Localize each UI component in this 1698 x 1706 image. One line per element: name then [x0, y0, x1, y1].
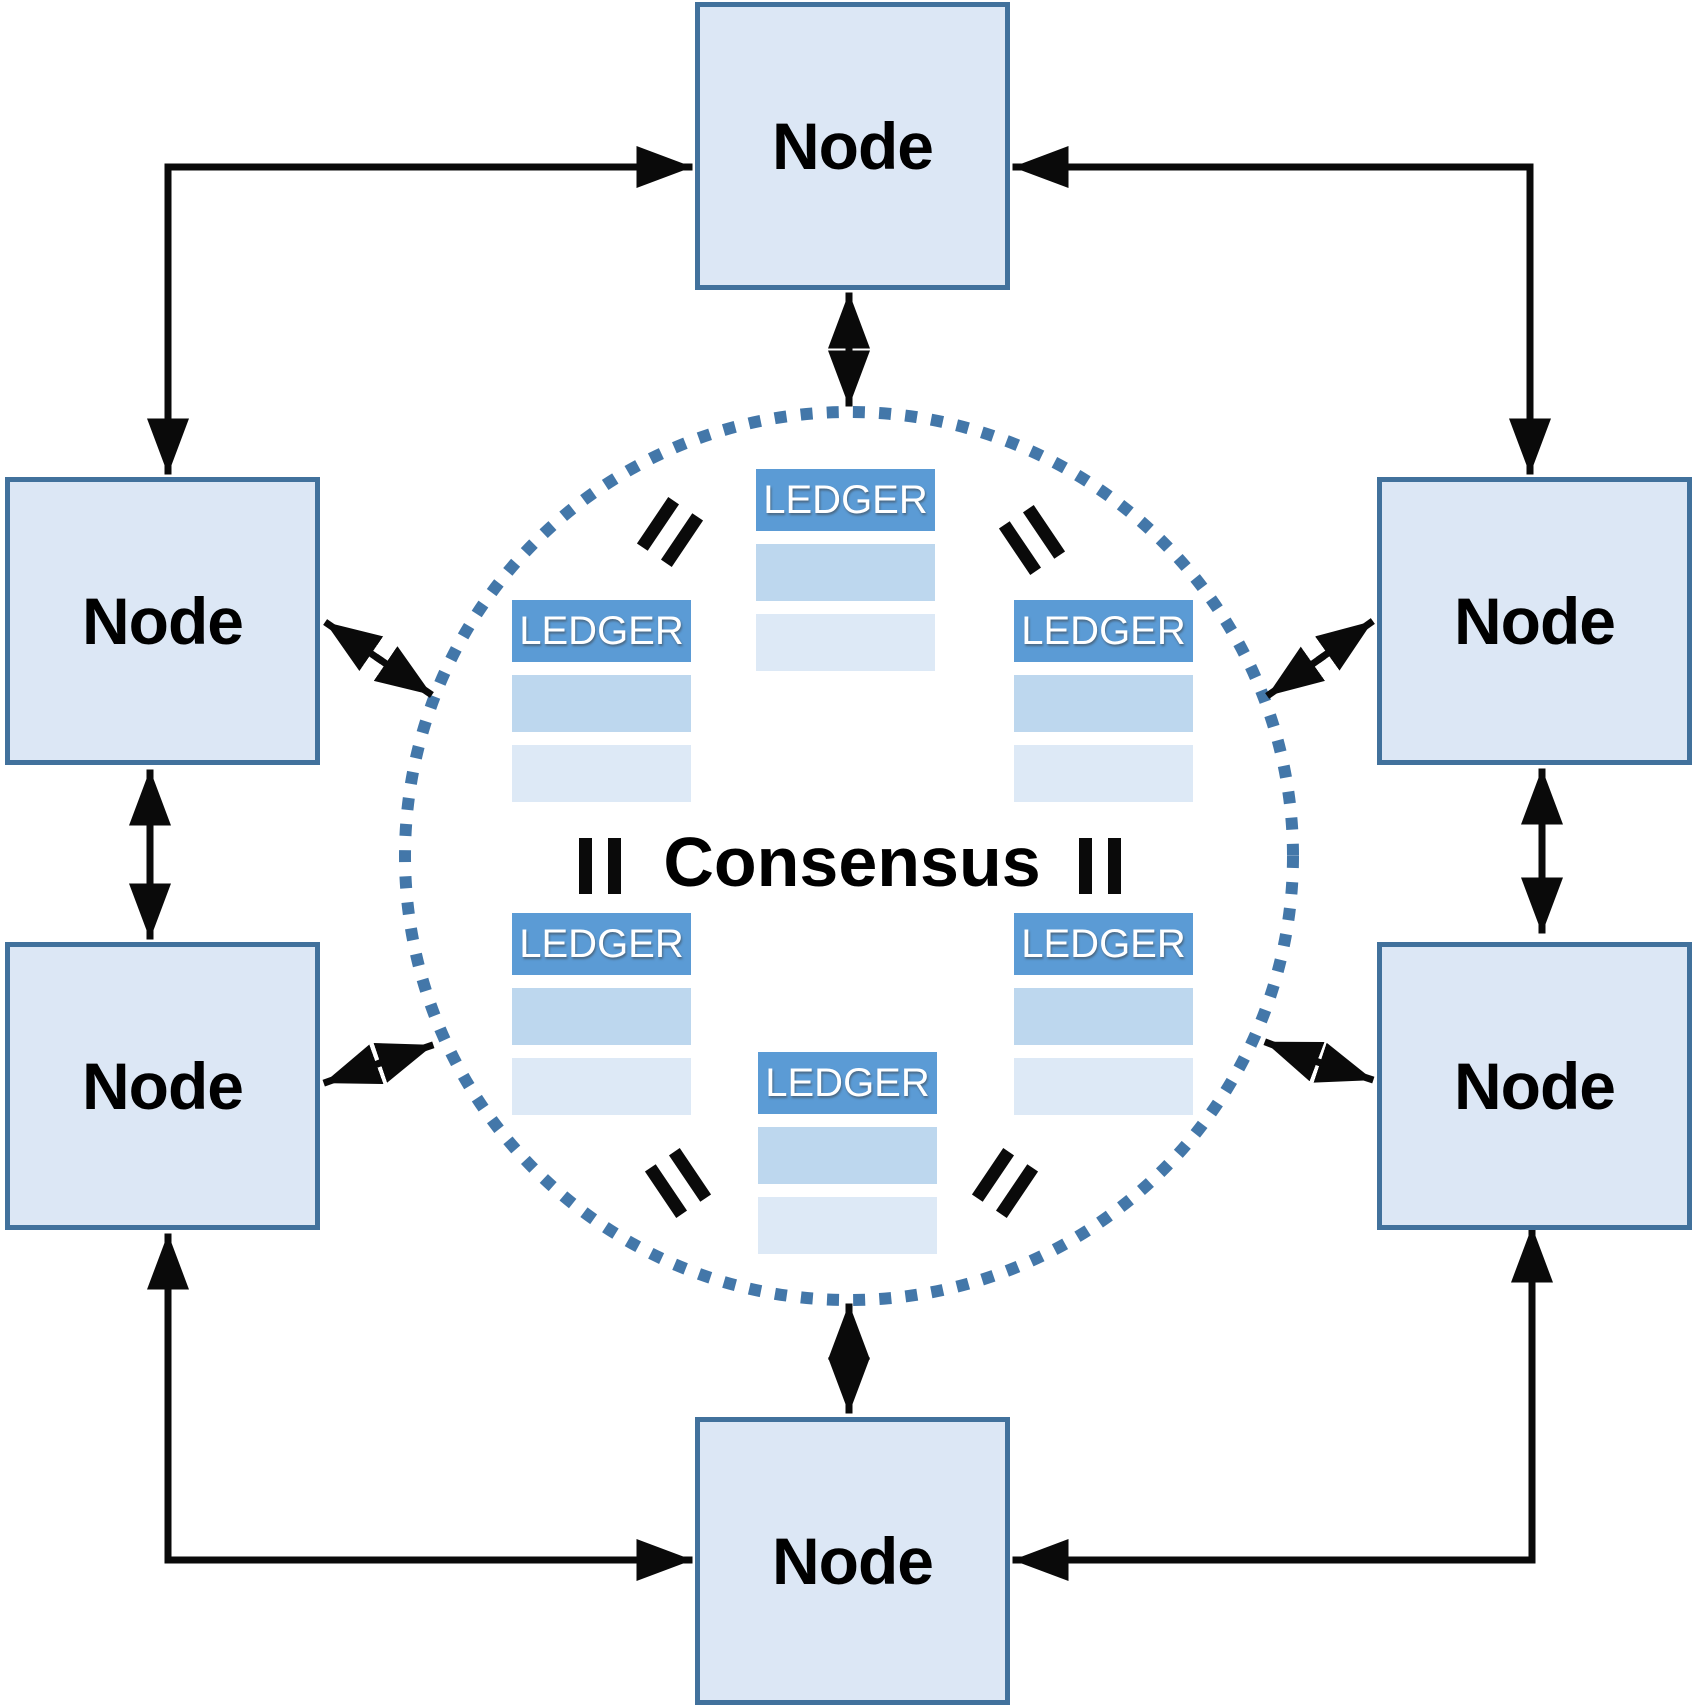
arrow-connectors — [129, 146, 1563, 1581]
connector-righttop-circle-in — [1265, 646, 1326, 699]
ledger-row — [758, 1197, 937, 1254]
ledger-row — [512, 988, 691, 1045]
ledger-header: LEDGER — [756, 469, 935, 531]
ledger-bottom-center: LEDGER — [758, 1052, 937, 1254]
ledger-label: LEDGER — [1021, 921, 1186, 966]
consensus-dotted-circle — [399, 406, 1299, 1306]
ledger-upper-right: LEDGER — [1014, 600, 1193, 802]
node-label: Node — [772, 109, 934, 183]
node-label: Node — [772, 1524, 934, 1598]
ledger-label: LEDGER — [763, 477, 928, 522]
ledger-header: LEDGER — [1014, 600, 1193, 662]
ledger-label: LEDGER — [1021, 608, 1186, 653]
ledger-row — [756, 614, 935, 671]
node-right-bottom: Node — [1377, 942, 1692, 1230]
node-right-top: Node — [1377, 477, 1692, 765]
connector-leftbottom-circle-in — [373, 1041, 435, 1083]
node-left-top: Node — [5, 477, 320, 765]
node-label: Node — [82, 1049, 244, 1123]
node-label: Node — [1454, 1049, 1616, 1123]
node-top: Node — [695, 2, 1010, 290]
ledger-lower-right: LEDGER — [1014, 913, 1193, 1115]
ledger-header: LEDGER — [758, 1052, 937, 1114]
ledger-row — [1014, 988, 1193, 1045]
connector-lefttop-circle-out — [323, 619, 384, 672]
ledger-row — [512, 745, 691, 802]
ledger-upper-left: LEDGER — [512, 600, 691, 802]
node-label: Node — [1454, 584, 1616, 658]
consensus-title: Consensus — [663, 823, 1041, 901]
ledger-label: LEDGER — [765, 1060, 930, 1105]
ledger-header: LEDGER — [512, 913, 691, 975]
node-bottom: Node — [695, 1417, 1010, 1705]
ledger-top-center: LEDGER — [756, 469, 935, 671]
ledger-row — [758, 1127, 937, 1184]
ledger-header: LEDGER — [1014, 913, 1193, 975]
ledger-label: LEDGER — [519, 608, 684, 653]
node-label: Node — [82, 584, 244, 658]
ledger-header: LEDGER — [512, 600, 691, 662]
ledger-row — [512, 1058, 691, 1115]
ledger-row — [1014, 675, 1193, 732]
connector-righttop-circle-out — [1315, 618, 1375, 671]
connector-leftbottom-circle-out — [322, 1044, 385, 1087]
ledger-row — [1014, 1058, 1193, 1115]
node-left-bottom: Node — [5, 942, 320, 1230]
ledger-label: LEDGER — [519, 921, 684, 966]
connector-lefttop-circle-in — [373, 646, 434, 698]
connector-rightbottom-circle-out — [1313, 1042, 1375, 1084]
ledger-row — [756, 544, 935, 601]
ledger-lower-left: LEDGER — [512, 913, 691, 1115]
connector-rightbottom-circle-in — [1263, 1038, 1325, 1082]
ledger-row — [512, 675, 691, 732]
ledger-row — [1014, 745, 1193, 802]
